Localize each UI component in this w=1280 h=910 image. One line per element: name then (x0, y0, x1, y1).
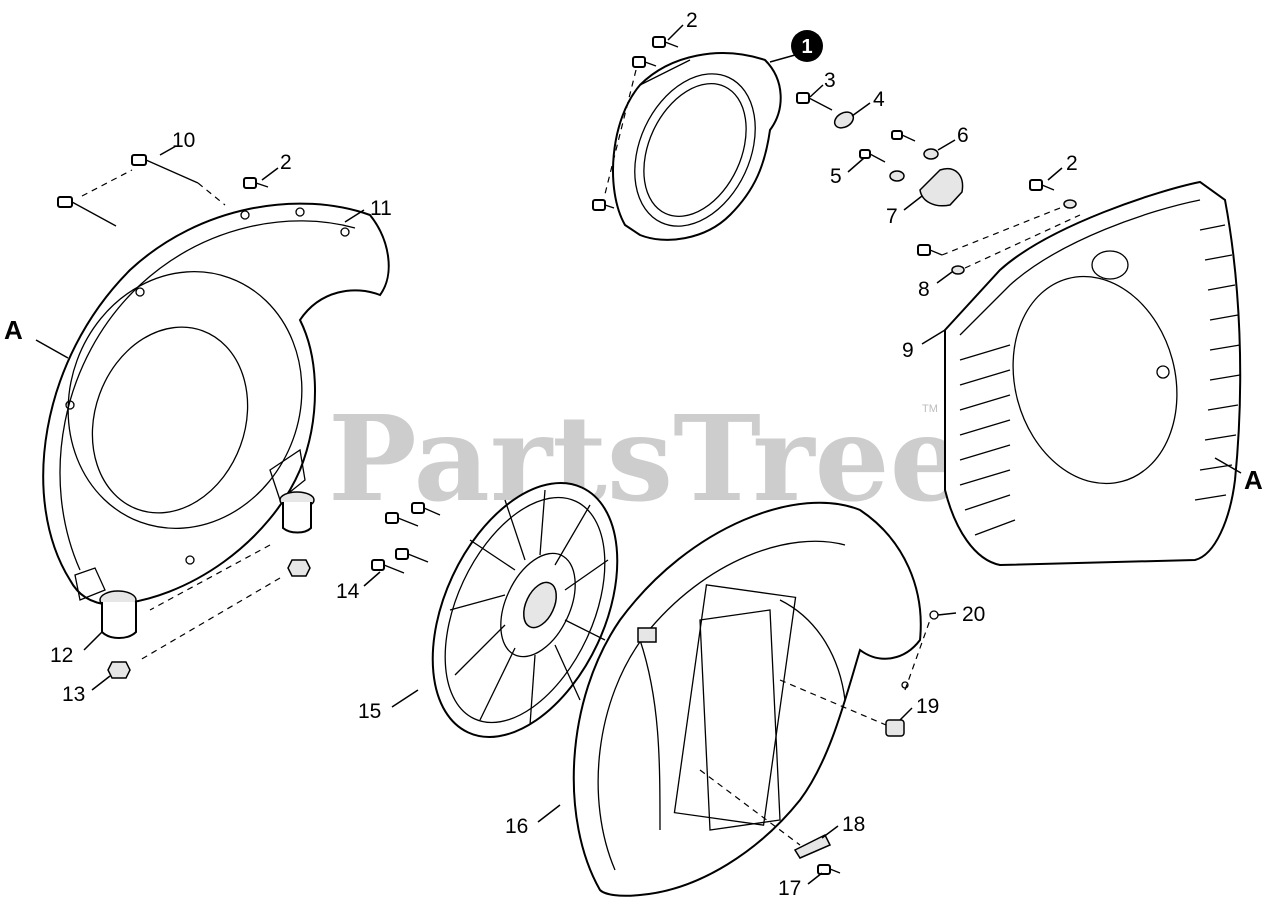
callout-14[interactable]: 14 (336, 580, 360, 603)
callout-19[interactable]: 19 (916, 695, 939, 718)
watermark-trademark: TM (922, 403, 938, 415)
cylinder-cover-9 (944, 180, 1242, 567)
fan-case-16 (572, 501, 922, 897)
callout-2-right[interactable]: 2 (1066, 152, 1078, 175)
fan-screws-14 (371, 502, 441, 574)
blower-housing-front (42, 202, 390, 607)
screw-17 (817, 864, 841, 875)
callout-2-top[interactable]: 2 (686, 9, 698, 32)
washer-4 (833, 111, 855, 129)
cover-plate-1 (612, 52, 782, 241)
callout-1-label: 1 (801, 36, 812, 58)
screw-2-top (592, 36, 679, 211)
callout-12[interactable]: 12 (50, 644, 73, 667)
callout-6[interactable]: 6 (957, 124, 969, 147)
callout-11[interactable]: 11 (370, 197, 392, 220)
grommet-19 (885, 681, 909, 737)
screw-2-right (917, 179, 1055, 256)
washer-8 (951, 199, 1077, 275)
alignment-mark-right: A (1244, 465, 1263, 495)
callout-20[interactable]: 20 (962, 603, 985, 626)
callout-13[interactable]: 13 (62, 683, 85, 706)
callout-8[interactable]: 8 (918, 278, 930, 301)
callout-1[interactable]: 1 (791, 30, 823, 62)
callout-7[interactable]: 7 (886, 205, 898, 228)
mount-7 (919, 168, 964, 207)
bolt-3 (796, 92, 833, 111)
fan-15 (431, 482, 619, 738)
callout-5[interactable]: 5 (830, 165, 842, 188)
rubber-mount-12 (99, 491, 315, 639)
callout-17[interactable]: 17 (778, 877, 801, 900)
screw-2-left (243, 177, 269, 189)
callout-16[interactable]: 16 (505, 815, 528, 838)
leader-lines (35, 24, 1242, 885)
nut-13 (107, 559, 311, 679)
callout-15[interactable]: 15 (358, 700, 381, 723)
bracket-18 (793, 833, 832, 859)
long-screw-10 (57, 154, 199, 227)
washer-20 (929, 610, 939, 620)
alignment-mark-left: A (4, 315, 23, 345)
callout-9[interactable]: 9 (902, 339, 914, 362)
callout-4[interactable]: 4 (873, 88, 885, 111)
watermark: PartsTree (328, 389, 965, 528)
screw-5 (859, 149, 886, 163)
callout-10[interactable]: 10 (172, 129, 195, 152)
washer-6 (889, 130, 939, 182)
callout-3[interactable]: 3 (824, 69, 836, 92)
callout-18[interactable]: 18 (842, 813, 865, 836)
callout-2-left[interactable]: 2 (280, 151, 292, 174)
